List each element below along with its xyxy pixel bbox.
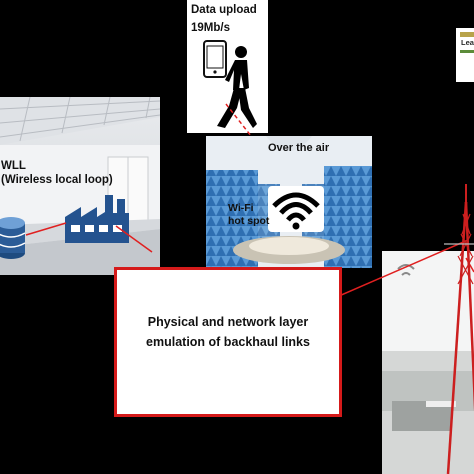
- wifi-hotspot-label: Wi-Fi hot spot: [228, 202, 269, 228]
- wifi-icon: [268, 186, 324, 232]
- cell-tower-icon: [444, 184, 474, 474]
- outdoor-scene-panel: [382, 251, 474, 474]
- smartphone-icon: [203, 40, 227, 78]
- emulation-line1: Physical and network layer: [147, 315, 309, 329]
- upload-rate: 19Mb/s: [191, 22, 230, 34]
- emulation-text: Physical and network layer emulation of …: [117, 312, 339, 352]
- walking-person-icon: [217, 46, 257, 128]
- wll-label: WLL (Wireless local loop): [1, 159, 113, 187]
- phone-user-panel: Data upload 19Mb/s: [187, 0, 268, 133]
- wifi-label-line2: hot spot: [228, 215, 270, 227]
- emulation-line2: emulation of backhaul links: [146, 335, 310, 349]
- database-icon: [0, 217, 26, 259]
- anechoic-chamber-panel: Over the air Wi-Fi hot spot: [206, 136, 372, 268]
- db-factory-link: [25, 222, 67, 236]
- wll-label-line1: WLL: [1, 160, 26, 172]
- wll-office-panel: WLL (Wireless local loop): [0, 97, 160, 275]
- logo-mark: [460, 32, 474, 53]
- wifi-label-line1: Wi-Fi: [228, 202, 254, 214]
- factory-icon: [65, 195, 129, 243]
- over-the-air-label: Over the air: [268, 142, 330, 154]
- upload-title: Data upload: [191, 4, 257, 16]
- outdoor-scene: [382, 251, 474, 474]
- wll-label-line2: (Wireless local loop): [1, 174, 113, 186]
- logo-text: Lea: [461, 38, 474, 47]
- emulation-callout-box: Physical and network layer emulation of …: [114, 267, 342, 417]
- corner-logo-panel: Lea: [456, 28, 474, 82]
